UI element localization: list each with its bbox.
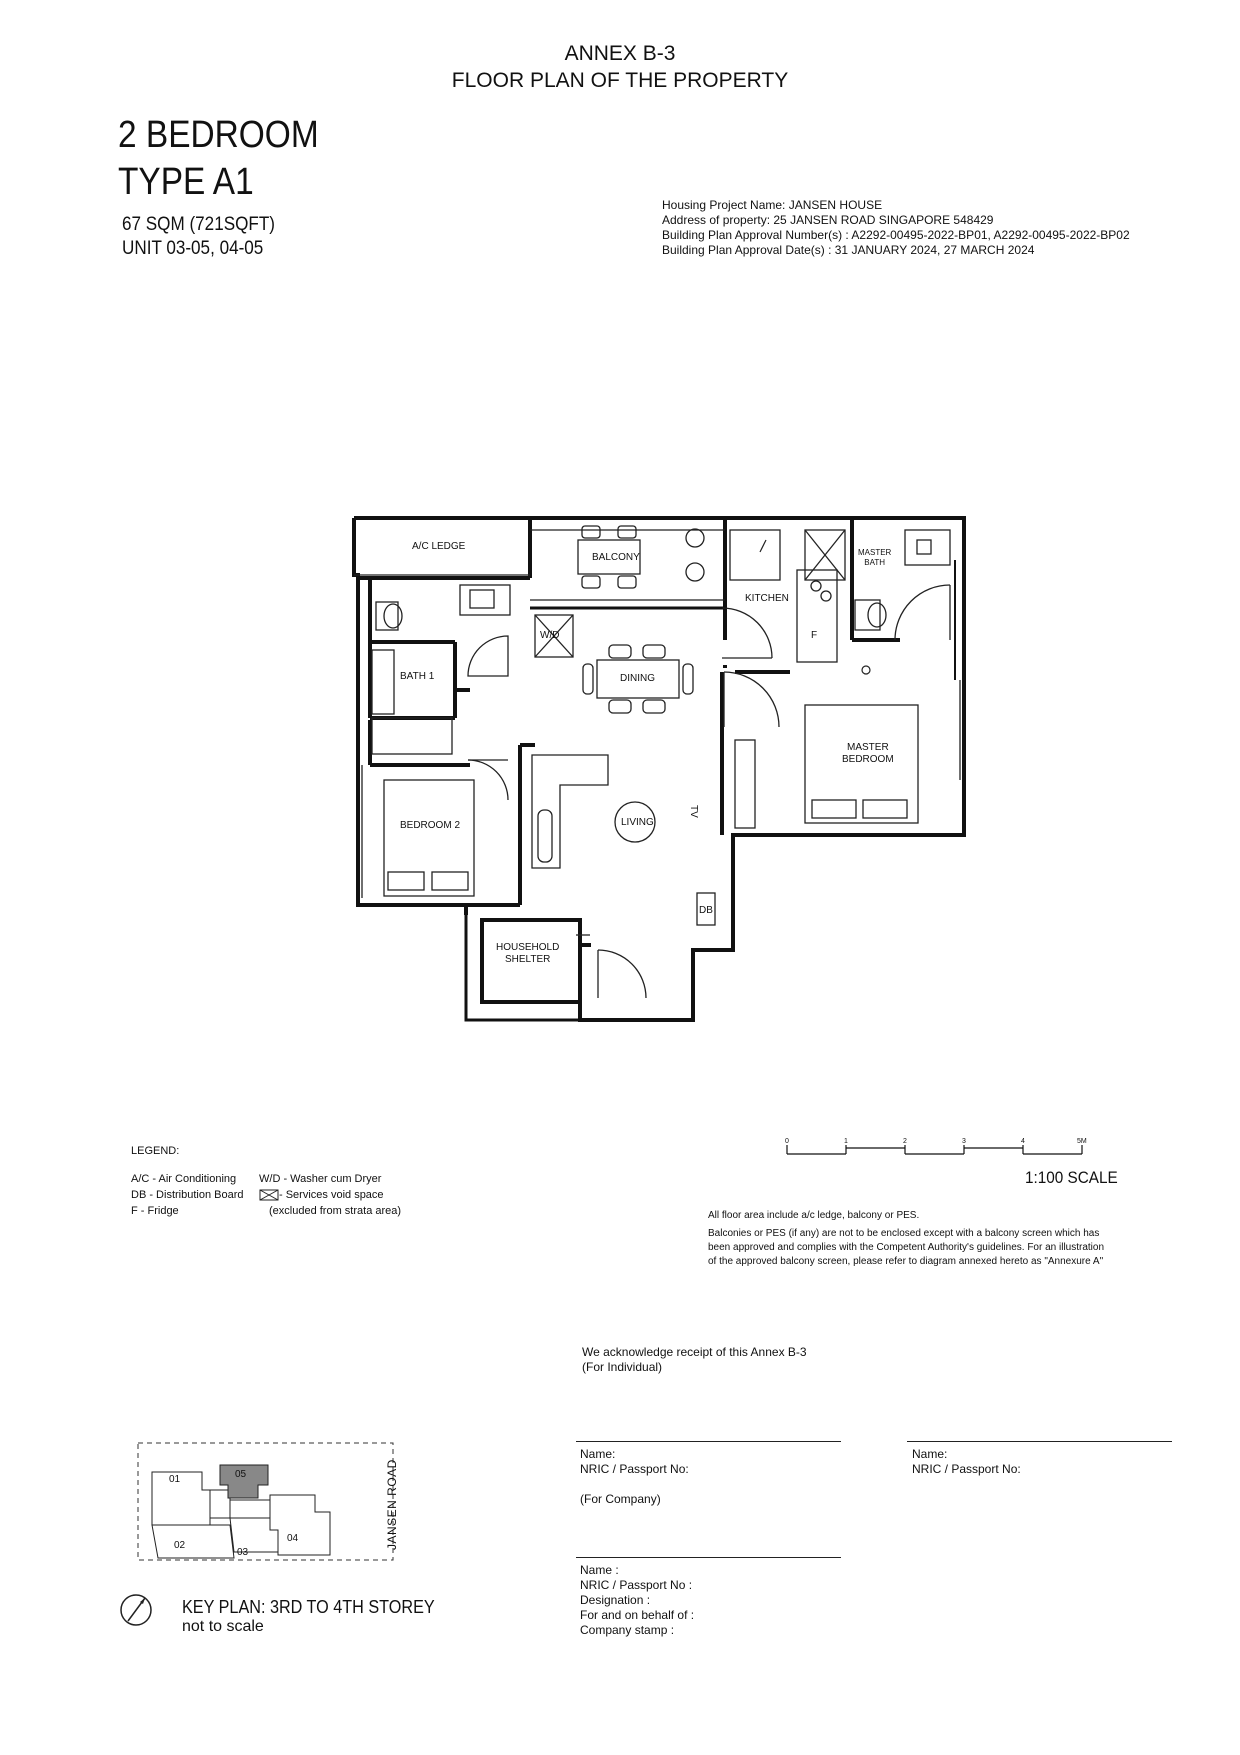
room-bedroom2: BEDROOM 2 <box>400 820 461 831</box>
legend-col-2: W/D - Washer cum Dryer - Services void s… <box>259 1171 401 1219</box>
north-arrow-icon <box>120 1594 152 1626</box>
unit-area: 67 SQM (721SQFT) <box>122 214 275 235</box>
legend: LEGEND: A/C - Air Conditioning DB - Dist… <box>131 1143 401 1219</box>
room-shelter-line1: HOUSEHOLD <box>496 942 560 953</box>
individual-1: Name: NRIC / Passport No: (For Company) <box>580 1447 689 1507</box>
legend-void: - Services void space <box>279 1189 384 1201</box>
scale-bar <box>786 1145 1083 1155</box>
room-master-bath-line1: MASTER <box>858 548 892 557</box>
keyplan-title: KEY PLAN: 3RD TO 4TH STOREY <box>182 1597 435 1617</box>
scale-tick-1: 1 <box>844 1138 848 1145</box>
room-dining: DINING <box>620 673 655 684</box>
room-shelter-line2: SHELTER <box>504 954 551 965</box>
legend-void-row: - Services void space <box>259 1187 401 1203</box>
unit-numbers: UNIT 03-05, 04-05 <box>122 238 264 259</box>
company-name: Name : <box>580 1563 619 1577</box>
room-master-bath: MASTER BATH <box>858 548 891 568</box>
annex-title: ANNEX B-3 <box>564 42 676 65</box>
scale-tick-2: 2 <box>903 1138 907 1145</box>
room-master-bedroom-line2: BEDROOM <box>842 754 894 765</box>
legend-ac: A/C - Air Conditioning <box>131 1173 237 1185</box>
scale-tick-4: 4 <box>1021 1138 1025 1145</box>
room-bath1: BATH 1 <box>400 671 435 682</box>
project-info: Housing Project Name: JANSEN HOUSE Addre… <box>662 198 1130 258</box>
project-name: Housing Project Name: JANSEN HOUSE <box>662 198 883 212</box>
room-master-bedroom: MASTER BEDROOM <box>842 742 894 766</box>
signature-line-company <box>576 1557 841 1558</box>
room-balcony: BALCONY <box>592 552 640 563</box>
legend-f: F - Fridge <box>131 1205 179 1217</box>
company-nric: NRIC / Passport No : <box>580 1578 693 1592</box>
ack-line1: We acknowledge receipt of this Annex B-3 <box>582 1345 807 1359</box>
annex-subtitle: FLOOR PLAN OF THE PROPERTY <box>451 69 789 92</box>
acknowledgement: We acknowledge receipt of this Annex B-3… <box>582 1345 807 1375</box>
unit-type: TYPE A1 <box>118 161 254 203</box>
scale-tick-5: 5M <box>1077 1138 1087 1145</box>
company-stamp: Company stamp : <box>580 1623 675 1637</box>
ack-line2: (For Individual) <box>582 1360 663 1374</box>
keyplan-unit-01: 01 <box>169 1474 181 1485</box>
company-signature: Name : NRIC / Passport No : Designation … <box>580 1563 694 1638</box>
individual-2-nric: NRIC / Passport No: <box>912 1462 1021 1476</box>
keyplan-subtitle: not to scale <box>182 1618 264 1635</box>
room-ac-ledge: A/C LEDGE <box>412 541 466 552</box>
note-line1: All floor area include a/c ledge, balcon… <box>708 1210 920 1221</box>
room-household-shelter: HOUSEHOLD SHELTER <box>496 942 559 966</box>
room-wd: W/D <box>540 630 560 641</box>
for-company-label: (For Company) <box>580 1492 661 1506</box>
project-address: Address of property: 25 JANSEN ROAD SING… <box>662 213 994 227</box>
legend-void-note: (excluded from strata area) <box>269 1205 402 1217</box>
individual-2: Name: NRIC / Passport No: <box>912 1447 1021 1477</box>
legend-body: A/C - Air Conditioning DB - Distribution… <box>131 1171 401 1219</box>
individual-1-nric: NRIC / Passport No: <box>580 1462 689 1476</box>
services-void-icon <box>259 1189 279 1201</box>
fridge-label: F <box>811 630 818 641</box>
keyplan-road-label: JANSEN ROAD <box>385 1459 399 1550</box>
legend-title: LEGEND: <box>131 1145 180 1157</box>
room-master-bedroom-line1: MASTER <box>847 742 889 753</box>
room-master-bath-line2: BATH <box>864 558 886 567</box>
company-designation: Designation : <box>580 1593 651 1607</box>
room-living: LIVING <box>621 817 654 828</box>
tv-label: TV <box>688 805 699 818</box>
scale-tick-3: 3 <box>962 1138 966 1145</box>
signature-line-1 <box>576 1441 841 1442</box>
keyplan-unit-04: 04 <box>287 1533 299 1544</box>
approval-dates: Building Plan Approval Date(s) : 31 JANU… <box>662 243 1035 257</box>
annex-header: ANNEX B-3 FLOOR PLAN OF THE PROPERTY <box>0 40 1240 94</box>
keyplan-unit-03: 03 <box>237 1547 249 1558</box>
company-behalf: For and on behalf of : <box>580 1608 695 1622</box>
area-notes: All floor area include a/c ledge, balcon… <box>708 1209 1108 1269</box>
individual-1-name: Name: <box>580 1447 616 1461</box>
key-plan-drawing <box>137 1442 394 1561</box>
scale-tick-0: 0 <box>785 1138 789 1145</box>
signature-line-2 <box>907 1441 1172 1442</box>
room-kitchen: KITCHEN <box>745 593 789 604</box>
note-line2: Balconies or PES (if any) are not to be … <box>708 1228 1105 1267</box>
db-label: DB <box>699 905 713 916</box>
keyplan-unit-02: 02 <box>174 1540 186 1551</box>
bedroom-count: 2 BEDROOM <box>118 114 319 156</box>
unit-info: 67 SQM (721SQFT) UNIT 03-05, 04-05 <box>122 213 275 261</box>
legend-db: DB - Distribution Board <box>131 1189 244 1201</box>
legend-col-1: A/C - Air Conditioning DB - Distribution… <box>131 1171 259 1219</box>
legend-wd: W/D - Washer cum Dryer <box>259 1173 382 1185</box>
approval-numbers: Building Plan Approval Number(s) : A2292… <box>662 228 1130 242</box>
unit-title: 2 BEDROOM TYPE A1 <box>118 112 319 206</box>
keyplan-unit-05: 05 <box>235 1469 247 1480</box>
scale-label: 1:100 SCALE <box>1025 1168 1118 1187</box>
individual-2-name: Name: <box>912 1447 948 1461</box>
